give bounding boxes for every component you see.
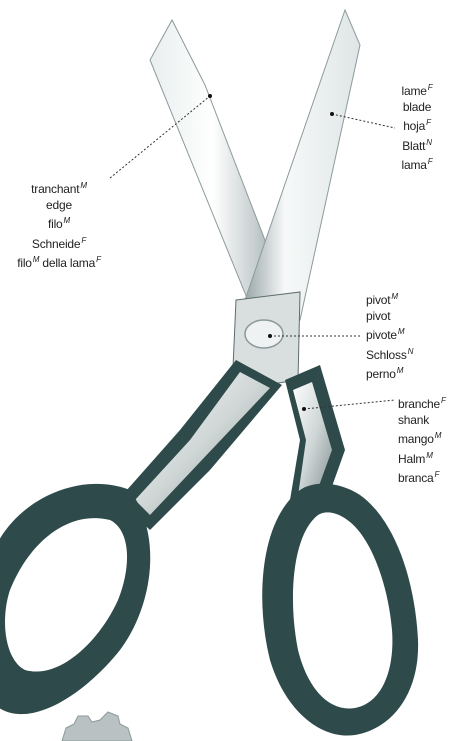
leader-dot-blade	[330, 112, 334, 116]
leader-dot-shank	[302, 407, 306, 411]
label-shank-en: shank	[398, 413, 460, 429]
label-pivot-it: pernoM	[366, 363, 436, 383]
label-edge-en: edge	[0, 198, 118, 214]
label-edge-de: SchneideF	[0, 233, 118, 253]
label-edge-it: filoM della lamaF	[0, 252, 118, 272]
leader-dot-edge	[208, 94, 212, 98]
label-shank: brancheF shank mangoM HalmM brancaF	[398, 393, 460, 487]
label-pivot-de: SchlossN	[366, 344, 436, 364]
label-edge-fr: tranchantM	[0, 178, 118, 198]
leader-dot-pivot	[268, 334, 272, 338]
label-edge-es: filoM	[0, 213, 118, 233]
label-edge: tranchantM edge filoM SchneideF filoM de…	[0, 178, 118, 272]
label-shank-fr: brancheF	[398, 393, 460, 413]
label-pivot-fr: pivotM	[366, 289, 436, 309]
label-blade-es: hojaF	[392, 115, 442, 135]
label-shank-es: mangoM	[398, 428, 460, 448]
right-blade	[245, 10, 360, 335]
pivot-screw	[245, 320, 283, 348]
label-pivot-es: pivoteM	[366, 324, 436, 344]
gear-fragment	[62, 712, 132, 741]
label-pivot-en: pivot	[366, 309, 436, 325]
left-handle-shank-highlight	[135, 372, 270, 515]
label-pivot: pivotM pivot pivoteM SchlossN pernoM	[366, 289, 436, 383]
label-shank-it: brancaF	[398, 467, 460, 487]
label-blade-fr: lameF	[392, 80, 442, 100]
label-blade-it: lamaF	[392, 154, 442, 174]
label-shank-de: HalmM	[398, 448, 460, 468]
label-blade: lameF blade hojaF BlattN lamaF	[392, 80, 442, 174]
label-blade-de: BlattN	[392, 135, 442, 155]
label-blade-en: blade	[392, 100, 442, 116]
